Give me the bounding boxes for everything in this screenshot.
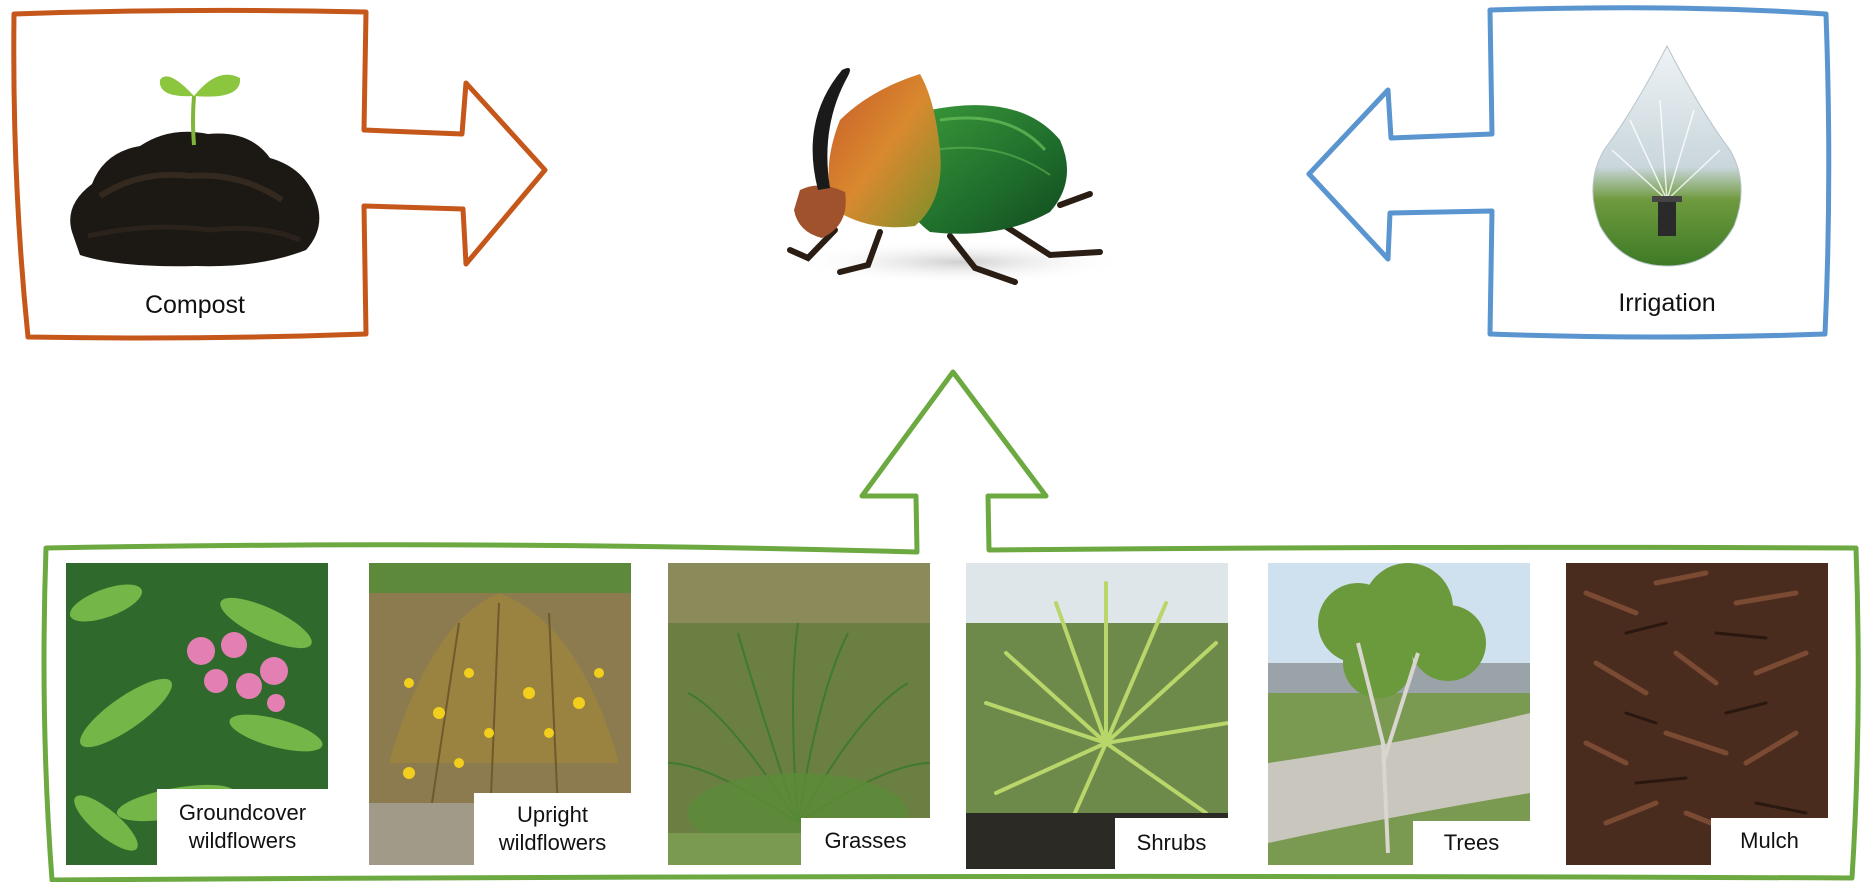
shrubs-label: Shrubs — [1115, 818, 1228, 869]
tree-photo — [1268, 563, 1530, 865]
beetle-icon — [790, 68, 1130, 284]
upright-label-line2: wildflowers — [499, 829, 607, 857]
grasses-label: Grasses — [801, 818, 930, 865]
trees-photo — [1268, 563, 1530, 865]
upright-label-line1: Upright — [517, 801, 588, 829]
upright-label: Upright wildflowers — [474, 793, 631, 865]
mulch-label: Mulch — [1711, 818, 1828, 865]
groundcover-label: Groundcover wildflowers — [157, 789, 328, 865]
groundcover-label-line2: wildflowers — [189, 827, 297, 855]
groundcover-label-line1: Groundcover — [179, 799, 306, 827]
trees-label: Trees — [1413, 821, 1530, 865]
